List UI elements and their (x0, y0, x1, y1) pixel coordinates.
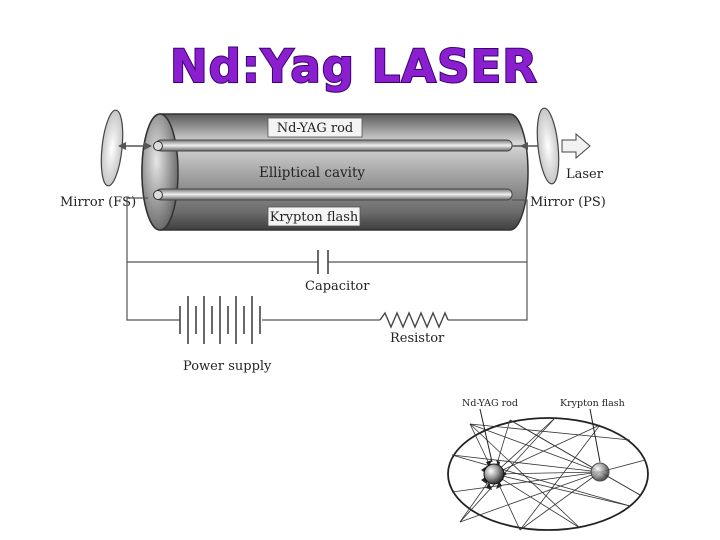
cross-section-diagram: Nd-YAG rod Krypton flash (447, 398, 649, 531)
rod-end (153, 141, 163, 151)
nd-yag-rod (155, 139, 513, 152)
resistor-label: Resistor (390, 331, 445, 346)
cavity-label: Elliptical cavity (259, 165, 365, 181)
rod-label: Nd-YAG rod (277, 121, 354, 136)
cross-section-rod-label: Nd-YAG rod (462, 398, 518, 409)
laser-output-arrow-icon (561, 132, 591, 160)
cross-section-flash (590, 462, 610, 482)
right-arrow-icon (144, 142, 152, 150)
cross-section-ellipse (447, 417, 649, 531)
rod-label-box (267, 117, 363, 138)
capacitor (317, 250, 329, 274)
flash-label-box (267, 206, 361, 227)
power-supply-label: Power supply (183, 359, 272, 374)
rod-pointer (479, 408, 493, 463)
circuit-wiring (126, 197, 528, 321)
reflected-rays (451, 417, 646, 531)
left-arrow-icon (118, 142, 126, 150)
flash-label: Krypton flash (270, 210, 359, 225)
mirror-fs-label: Mirror (FS) (60, 195, 136, 210)
left-mirror (100, 109, 152, 187)
laser-label: Laser (566, 167, 604, 182)
flash-end (153, 190, 163, 200)
krypton-flash-tube (155, 188, 513, 201)
capacitor-label: Capacitor (305, 279, 370, 294)
page-title: Nd:Yag LASER (169, 39, 538, 94)
cross-section-rod (483, 463, 505, 485)
flash-pointer (589, 408, 601, 463)
right-mirror-arrow-left-icon (520, 142, 528, 150)
resistor (379, 311, 449, 329)
mirror-ps-label: Mirror (PS) (530, 195, 606, 210)
right-mirror (512, 107, 591, 185)
power-supply-battery (179, 296, 261, 344)
cross-section-flash-label: Krypton flash (560, 398, 625, 409)
